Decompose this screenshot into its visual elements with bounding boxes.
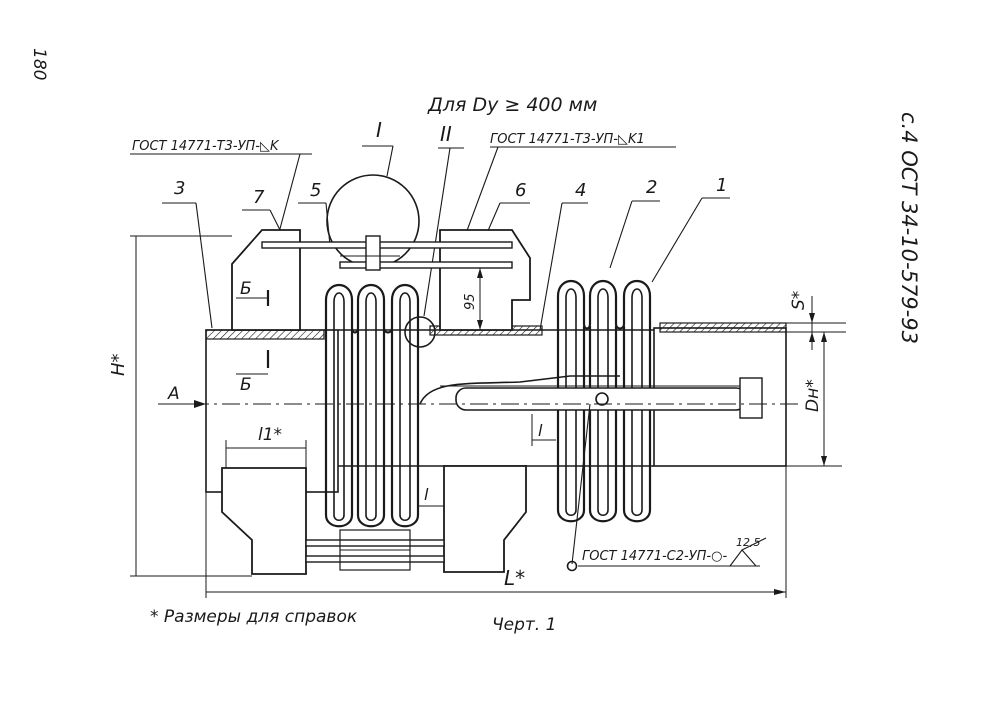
dimension-l-small-bottom-label: l	[424, 485, 429, 504]
right-wall-hatch	[659, 322, 787, 333]
dimension-h: H*	[108, 235, 252, 577]
weld-right-leader	[464, 146, 499, 237]
figure-caption: Черт. 1	[492, 615, 556, 635]
view-label: A	[167, 384, 180, 404]
part-5-label: 5	[310, 180, 321, 201]
weld-label-left: ГОСТ 14771-Т3-УП-◺K	[132, 139, 280, 154]
dimension-dn-label: Dн*	[803, 379, 823, 412]
part-3-label: 3	[174, 178, 185, 199]
footnote: * Размеры для справок	[150, 607, 358, 627]
dimension-s: S*	[786, 291, 846, 350]
bottom-right-support	[443, 465, 527, 573]
part-4-label: 4	[575, 180, 586, 201]
compensator-body	[160, 229, 800, 575]
page-number: 180	[29, 48, 49, 80]
dimension-l1: l1*	[225, 425, 307, 468]
top-left-support	[231, 229, 301, 331]
view-a-arrow: A	[158, 384, 206, 408]
section-label-top: Б	[240, 279, 252, 299]
detail-2-leader	[423, 147, 451, 317]
right-bellows	[556, 280, 652, 523]
detail-1-leader	[386, 145, 394, 177]
part-6-label: 6	[515, 180, 526, 201]
dimension-l-small-right: l	[531, 414, 556, 446]
dimension-l-label: L*	[504, 566, 525, 590]
header-condition: Для Dу ≥ 400 мм	[427, 94, 597, 116]
dimension-l: L*	[205, 466, 787, 598]
weld-label-bottom: ГОСТ 14771-С2-УП-○-	[582, 549, 727, 564]
weld-label-right: ГОСТ 14771-Т3-УП-◺K1	[490, 132, 645, 147]
bottom-tie-rods	[305, 529, 445, 571]
top-tie-rods	[261, 235, 513, 271]
section-marks: Б Б	[236, 279, 270, 395]
left-bellows	[324, 284, 420, 528]
dimension-95-label: 95	[463, 293, 478, 310]
section-label-bottom: Б	[240, 375, 252, 395]
side-document-code: с.4 ОСТ 34-10-579-93	[897, 112, 921, 344]
dimension-dn: Dн*	[786, 332, 842, 467]
weld-bottom-callout: ГОСТ 14771-С2-УП-○- 12,5	[566, 403, 767, 572]
part-callouts: 3 7 5 6 4 2 1	[162, 175, 730, 331]
left-wall-hatch	[205, 329, 325, 340]
part-2-label: 2	[646, 177, 657, 198]
roughness-value: 12,5	[736, 536, 761, 549]
part-1-label: 1	[716, 175, 727, 196]
dimension-s-label: S*	[789, 291, 809, 310]
part-7-label: 7	[253, 187, 265, 208]
detail-callout-1: I	[376, 118, 382, 142]
bottom-left-support	[221, 467, 307, 575]
dimension-l-small-bottom: l	[418, 485, 444, 507]
dimension-h-label: H*	[108, 353, 129, 376]
dimension-l-small-right-label: l	[538, 421, 543, 440]
detail-callout-2: II	[440, 122, 452, 146]
top-right-support	[439, 229, 531, 331]
roughness-icon	[729, 549, 757, 567]
weld-left-leader	[276, 153, 301, 241]
dimension-95: 95	[463, 268, 483, 330]
dimension-l1-label: l1*	[258, 425, 282, 445]
